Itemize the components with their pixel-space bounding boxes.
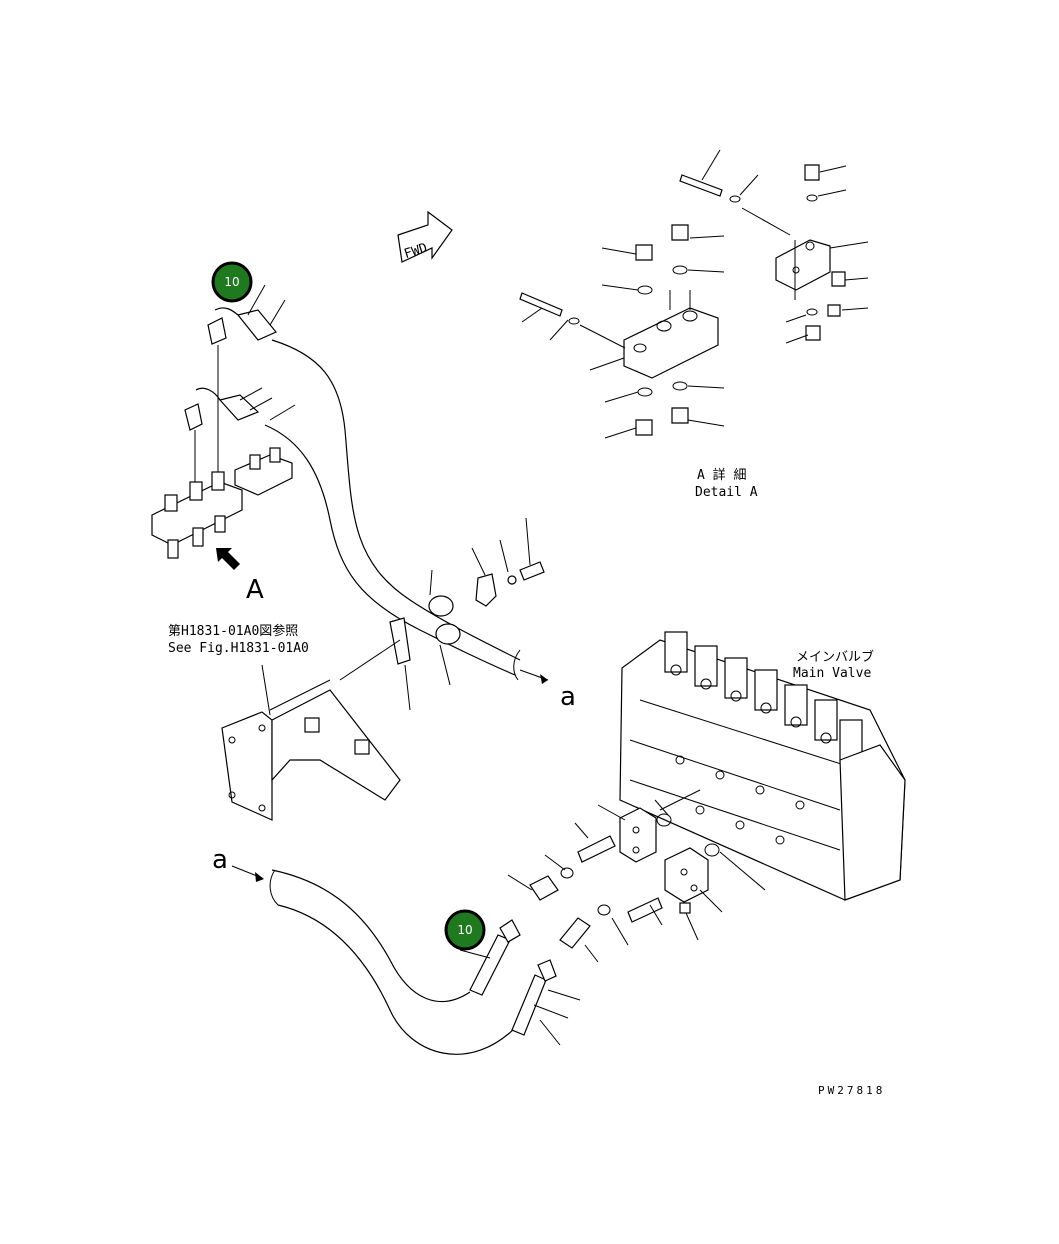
callout-number-upper: 10	[224, 275, 239, 289]
lower-fittings	[459, 789, 766, 1046]
main-valve-en: Main Valve	[793, 666, 871, 681]
main-valve-jp: メインバルブ	[796, 649, 874, 665]
fwd-label: FWD	[402, 241, 429, 263]
continuation-upper: a	[519, 669, 576, 712]
manifold-block	[151, 307, 293, 559]
view-arrow: A	[216, 548, 264, 605]
continuation-label-lower: a	[212, 845, 228, 875]
main-valve	[619, 631, 906, 901]
callout-badge-upper: 10	[211, 261, 253, 303]
detail-a	[519, 149, 869, 439]
reference-jp: 第H1831-01A0図参照	[168, 623, 298, 639]
drawing-number: PW27818	[818, 1084, 885, 1097]
view-letter: A	[246, 575, 264, 605]
clamp-assembly	[339, 517, 545, 711]
reference-en: See Fig.H1831-01A0	[168, 641, 309, 656]
callout-badge-lower: 10	[444, 909, 486, 951]
fwd-arrow: FWD	[397, 210, 453, 263]
detail-en: Detail A	[695, 485, 758, 500]
hose-lower	[269, 869, 557, 1055]
callout-number-lower: 10	[457, 923, 472, 937]
continuation-lower: a	[212, 845, 264, 882]
detail-jp: A 詳 細	[697, 467, 746, 483]
continuation-label-upper: a	[560, 682, 576, 712]
bracket	[221, 664, 401, 821]
